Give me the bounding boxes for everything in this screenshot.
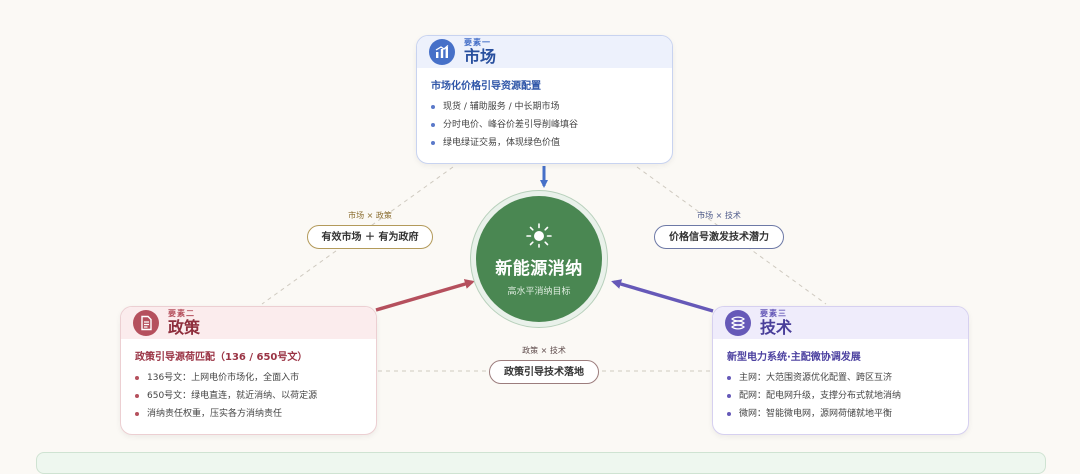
pillar-label: 要素三 [760,309,787,318]
pillar-name: 政策 [168,318,201,337]
dashed-link-market-policy [261,166,454,305]
pillar-name: 技术 [760,318,793,337]
pillar-item-list: 136号文：上网电价市场化，全面入市 650号文：绿电直连，就近消纳、以荷定源 … [121,369,376,423]
bottom-panel [36,452,1046,474]
list-item: 消纳责任权重，压实各方消纳责任 [135,405,362,423]
pillar-subtitle: 政策引导源荷匹配（136 / 650号文） [135,352,308,363]
list-item: 分时电价、峰谷价差引导削峰填谷 [431,116,658,134]
pillar-card-market: 要素一 市场 市场化价格引导资源配置 现货 / 辅助服务 / 中长期市场 分时电… [416,35,673,164]
center-title: 新能源消纳 [495,258,583,279]
pillar-subtitle: 新型电力系统·主配微协调发展 [727,352,861,363]
document-icon [133,310,159,336]
pair-policy-tech: 政策 × 技术 政策引导技术落地 [489,345,599,384]
arrow-policy-to-center [375,279,475,312]
pillar-header-policy: 要素二 政策 [121,307,376,339]
pair-label: 市场 × 技术 [697,211,741,220]
pair-text: 价格信号激发技术潜力 [654,225,784,249]
pair-market-tech: 市场 × 技术 价格信号激发技术潜力 [654,210,784,249]
pillar-header-tech: 要素三 技术 [713,307,968,339]
list-item: 现货 / 辅助服务 / 中长期市场 [431,98,658,116]
list-item: 136号文：上网电价市场化，全面入市 [135,369,362,387]
pillar-label: 要素一 [464,38,491,47]
pillar-card-tech: 要素三 技术 新型电力系统·主配微协调发展 主网：大范围资源优化配置、跨区互济 … [712,306,969,435]
list-item: 650号文：绿电直连，就近消纳、以荷定源 [135,387,362,405]
list-item: 主网：大范围资源优化配置、跨区互济 [727,369,954,387]
pair-market-policy: 市场 × 政策 有效市场 ＋ 有为政府 [300,210,440,249]
pair-label: 市场 × 政策 [348,211,392,220]
connector-layer [261,166,827,372]
pillar-item-list: 主网：大范围资源优化配置、跨区互济 配网：配电网升级，支撑分布式就地消纳 微网：… [713,369,968,423]
sun-icon [524,222,554,252]
list-item: 微网：智能微电网，源网荷储就地平衡 [727,405,954,423]
pillar-subtitle: 市场化价格引导资源配置 [431,81,541,92]
center-node: 新能源消纳 高水平消纳目标 [476,196,602,322]
pair-text: 有效市场 ＋ 有为政府 [306,225,434,249]
bar-chart-icon [429,39,455,65]
pillar-name: 市场 [464,47,497,66]
list-item: 绿电绿证交易，体现绿色价值 [431,134,658,152]
pillar-header-market: 要素一 市场 [417,36,672,68]
dashed-link-market-tech [636,166,827,305]
grid-icon [725,310,751,336]
pair-label: 政策 × 技术 [522,346,566,355]
arrow-tech-to-center [611,279,714,313]
pillar-item-list: 现货 / 辅助服务 / 中长期市场 分时电价、峰谷价差引导削峰填谷 绿电绿证交易… [417,98,672,152]
pillar-card-policy: 要素二 政策 政策引导源荷匹配（136 / 650号文） 136号文：上网电价市… [120,306,377,435]
list-item: 配网：配电网升级，支撑分布式就地消纳 [727,387,954,405]
center-subtitle: 高水平消纳目标 [507,286,571,297]
pillar-label: 要素二 [168,309,195,318]
pair-text: 政策引导技术落地 [489,360,599,384]
